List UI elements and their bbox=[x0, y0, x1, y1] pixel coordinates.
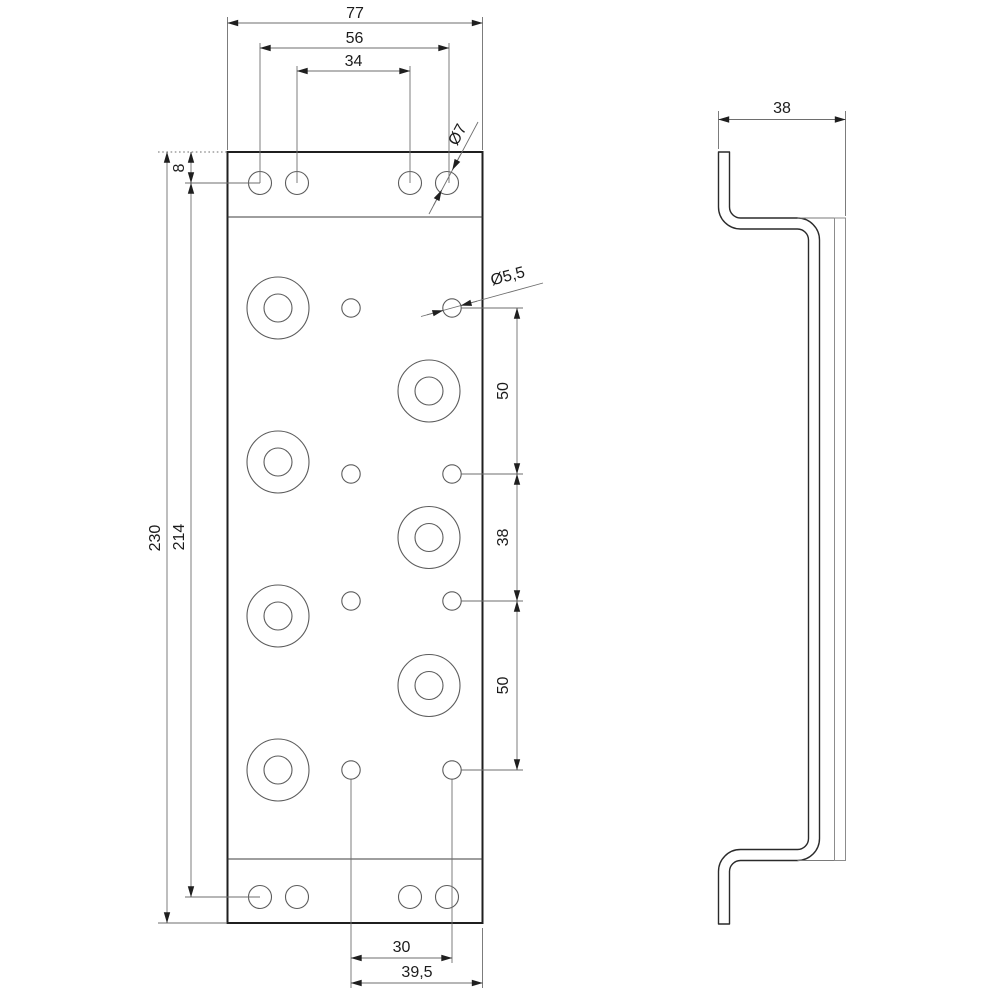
small-hole bbox=[341, 298, 361, 318]
counterbore-outer bbox=[246, 276, 310, 340]
counterbore-outer bbox=[246, 430, 310, 494]
dim-width-outer-holes: 56 bbox=[259, 30, 450, 183]
counterbore-inner bbox=[263, 755, 293, 785]
side-view: 38 bbox=[717, 100, 846, 925]
dim-label-34: 34 bbox=[345, 53, 363, 70]
small-holes bbox=[341, 298, 462, 780]
dim-label-50-top: 50 bbox=[495, 382, 512, 400]
dim-label-56: 56 bbox=[346, 30, 364, 47]
plate-outline bbox=[226, 151, 484, 924]
small-hole bbox=[442, 760, 462, 780]
dim-label-77: 77 bbox=[346, 5, 364, 22]
counterbore-outer bbox=[397, 653, 461, 718]
dim-flange-hole-diameter: Ø7 bbox=[428, 121, 479, 215]
dim-width-overall: 77 bbox=[227, 5, 483, 150]
counterbore-outer bbox=[397, 359, 461, 423]
z-bracket-profile bbox=[717, 151, 821, 925]
counterbore-inner bbox=[414, 522, 444, 553]
dim-heights-left: 230 8 214 bbox=[147, 151, 260, 924]
dim-label-50-bottom: 50 bbox=[495, 677, 512, 695]
small-hole bbox=[442, 464, 462, 484]
small-hole bbox=[442, 298, 462, 318]
small-hole bbox=[341, 464, 361, 484]
dim-right-chain: 50 38 50 bbox=[461, 307, 523, 771]
dim-label-38-depth: 38 bbox=[773, 100, 791, 117]
small-hole bbox=[341, 591, 361, 611]
counterbore-outer bbox=[397, 505, 461, 570]
dim-label-230: 230 bbox=[147, 525, 164, 552]
flange-hole bbox=[397, 884, 423, 910]
dim-label-8: 8 bbox=[171, 163, 188, 172]
small-hole bbox=[442, 591, 462, 611]
counterbore-inner bbox=[263, 601, 293, 631]
counterbore-outer bbox=[246, 584, 310, 648]
counterbore-inner bbox=[263, 293, 293, 323]
counterbore-outer bbox=[246, 738, 310, 802]
small-hole bbox=[341, 760, 361, 780]
flange-holes bbox=[247, 170, 460, 910]
counterbore-inner bbox=[414, 670, 444, 701]
dim-width-inner-holes: 34 bbox=[296, 53, 411, 183]
dim-bottom: 30 39,5 bbox=[350, 779, 483, 988]
counterbore-inner bbox=[263, 447, 293, 477]
flange-hole bbox=[434, 884, 460, 910]
flat-plate-edge bbox=[834, 217, 846, 861]
flange-hole bbox=[434, 170, 460, 196]
counterbore-holes-right bbox=[397, 359, 461, 718]
flange-hole bbox=[284, 884, 310, 910]
dim-label-39-5: 39,5 bbox=[401, 964, 432, 981]
counterbore-holes-left bbox=[246, 276, 310, 802]
dim-label-214: 214 bbox=[171, 524, 188, 551]
counterbore-inner bbox=[414, 376, 444, 406]
dim-label-dia55: Ø5,5 bbox=[489, 264, 527, 289]
dim-depth: 38 bbox=[718, 100, 846, 216]
dim-label-30: 30 bbox=[393, 939, 411, 956]
front-view: 77 56 34 Ø7 bbox=[147, 5, 544, 988]
dim-label-38-mid: 38 bbox=[495, 529, 512, 547]
